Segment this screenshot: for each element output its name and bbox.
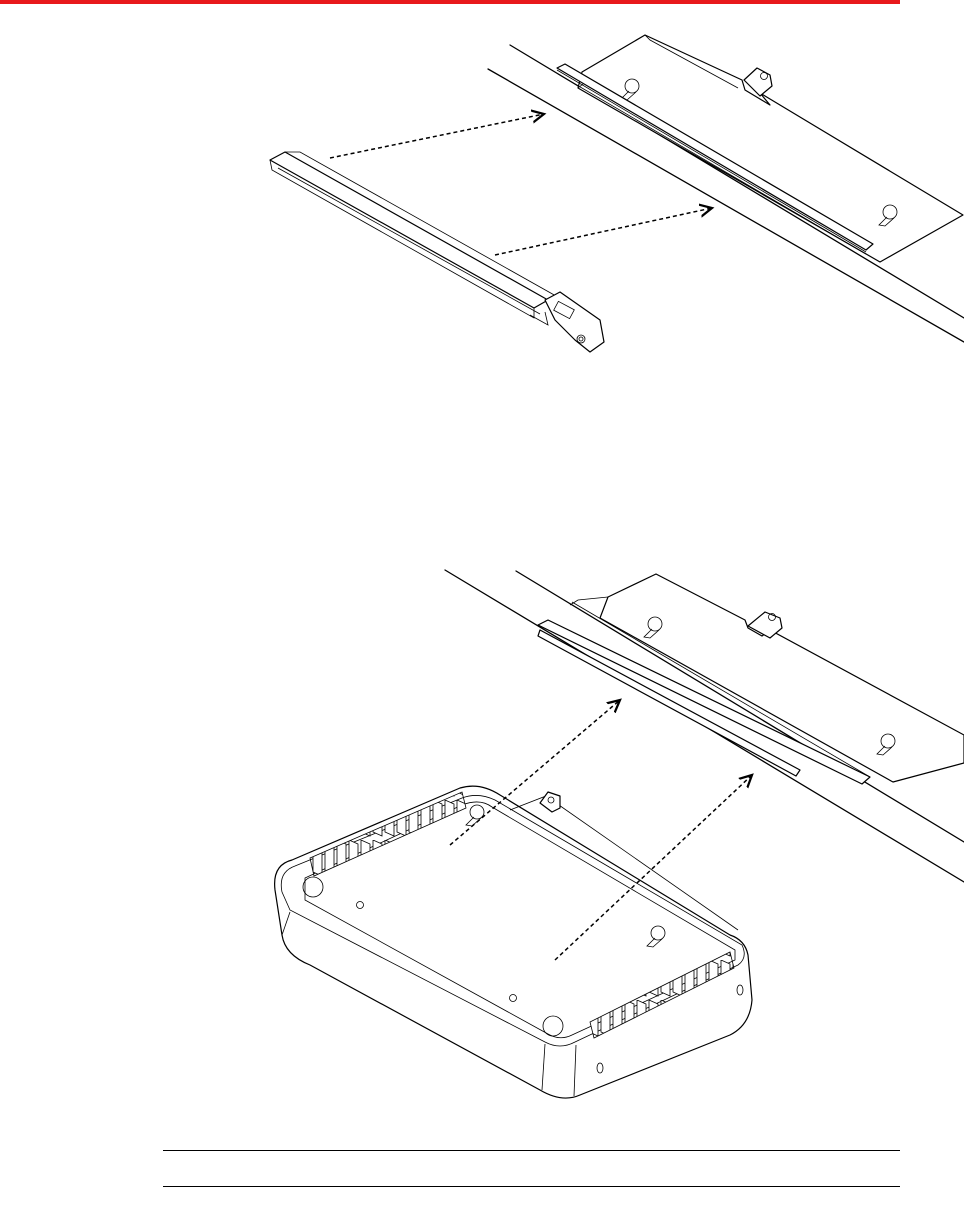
footer-rule-top: [163, 1150, 900, 1151]
slide-rail: [270, 152, 604, 352]
footer-rule-bottom: [163, 1186, 900, 1187]
device-enclosure: [275, 786, 752, 1098]
insertion-arrows: [330, 114, 712, 255]
figure-rail-attach: [0, 0, 964, 360]
enclosure-mount-illustration: [0, 560, 964, 1110]
mounting-plate: [578, 35, 963, 262]
figure-enclosure-mount: [0, 560, 964, 1110]
rail-attach-illustration: [0, 0, 964, 360]
